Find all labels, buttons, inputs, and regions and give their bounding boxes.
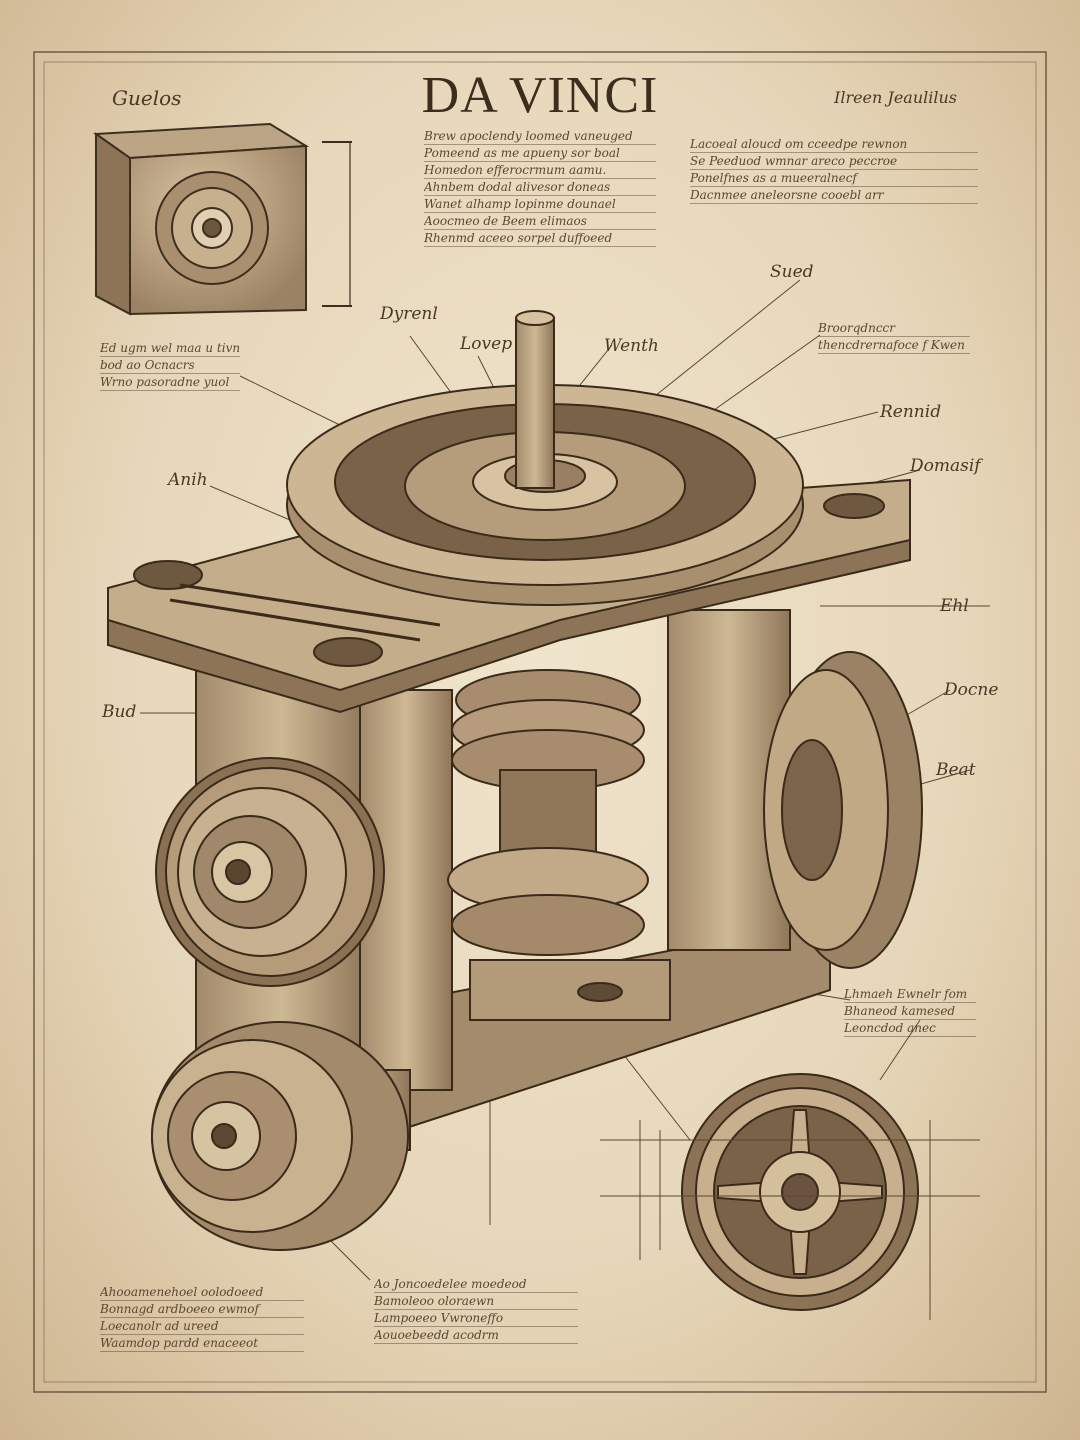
annotation-label: Docne: [944, 680, 999, 700]
block-sketch: [93, 122, 352, 316]
annotation-label: Bud: [102, 702, 137, 722]
annotation-label: Anih: [168, 470, 208, 490]
annotation-label: Lovep: [460, 334, 513, 354]
inner-border: [43, 61, 1037, 1383]
annotation-label: Beat: [936, 760, 976, 780]
outer-border: [33, 51, 1047, 1393]
page-title: DA VINCI: [421, 67, 659, 124]
annotation-label: Dyrenl: [380, 304, 438, 324]
corner-label-left: Guelos: [112, 86, 182, 110]
annotation-label: Sued: [770, 262, 814, 282]
spoked-gear-detail: [600, 1073, 980, 1320]
corner-label-right: Ilreen Jeaulilus: [834, 88, 958, 107]
annotation-label: Ehl: [940, 596, 969, 616]
annotation-label: Domasif: [910, 456, 981, 476]
annotation-label: Rennid: [880, 402, 942, 422]
gearbox-machine: [107, 310, 923, 1251]
annotation-label: Wenth: [604, 336, 659, 356]
